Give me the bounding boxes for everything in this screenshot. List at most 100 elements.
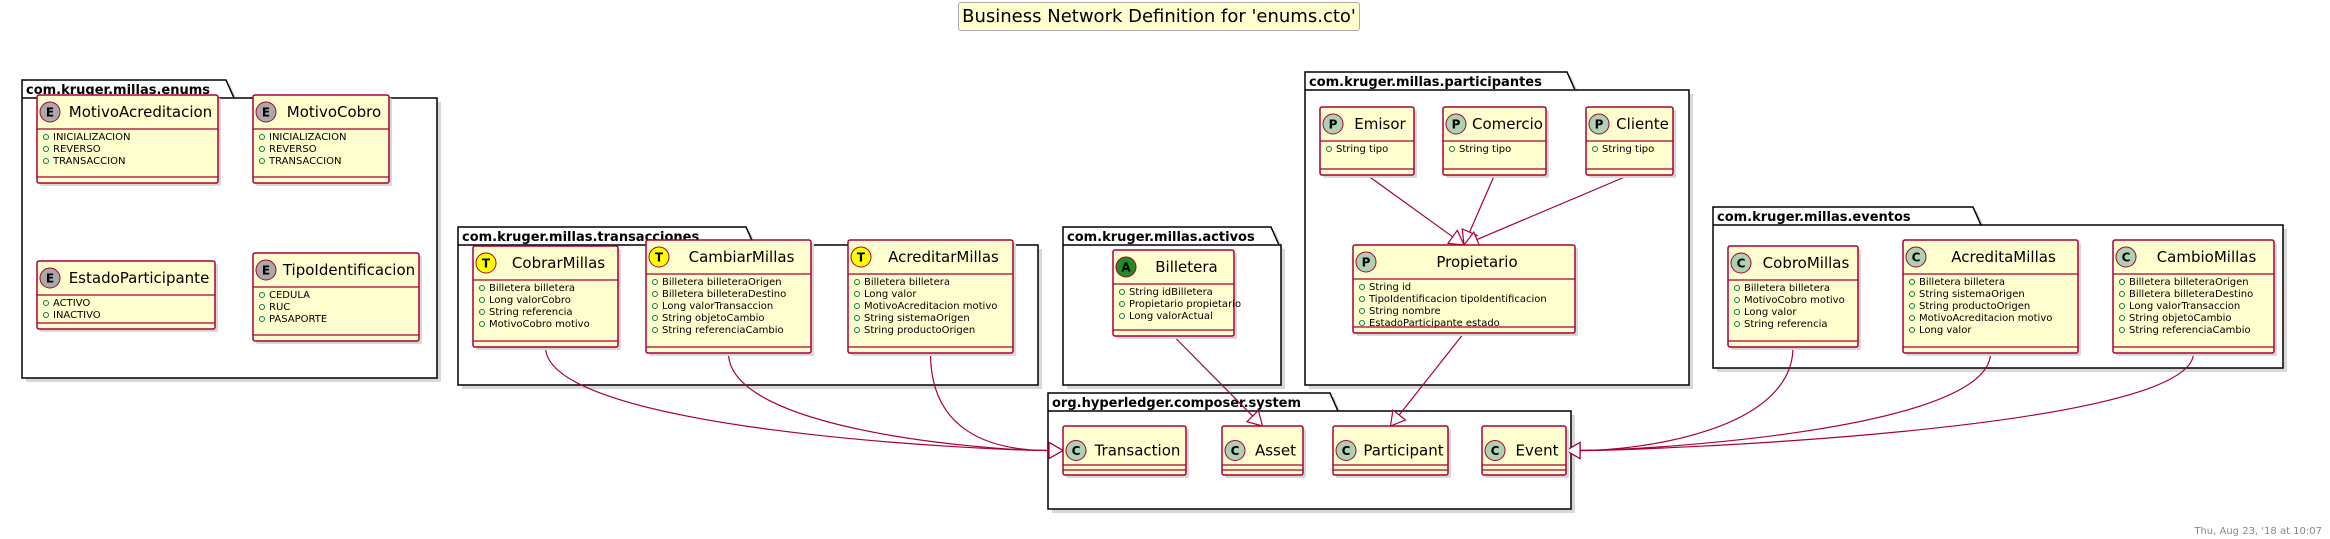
class-name: CobroMillas bbox=[1763, 254, 1850, 272]
package-name: com.kruger.millas.participantes bbox=[1309, 75, 1542, 90]
stereotype-letter: T bbox=[857, 251, 866, 265]
public-field-icon bbox=[854, 279, 860, 285]
class-name: CobrarMillas bbox=[512, 254, 605, 272]
public-field-icon bbox=[1359, 308, 1365, 314]
class-box bbox=[1481, 425, 1567, 476]
class-field: String sistemaOrigen bbox=[864, 313, 970, 324]
class-field: INACTIVO bbox=[53, 310, 101, 321]
class-box bbox=[252, 252, 420, 342]
stereotype-badge-icon bbox=[39, 101, 61, 123]
public-field-icon bbox=[1734, 309, 1740, 315]
public-field-icon bbox=[259, 134, 265, 140]
public-field-icon bbox=[854, 303, 860, 309]
stereotype-letter: P bbox=[1452, 118, 1461, 132]
class-name: MotivoCobro bbox=[287, 103, 381, 121]
inheritance-edges-layer bbox=[544, 174, 2195, 460]
class-field: TRANSACCION bbox=[52, 156, 125, 167]
class-field: String productoOrigen bbox=[864, 325, 975, 336]
public-field-icon bbox=[259, 292, 265, 298]
class-box bbox=[645, 239, 812, 354]
class-field: Billetera billeteraOrigen bbox=[2129, 277, 2249, 288]
package-name: com.kruger.millas.activos bbox=[1067, 230, 1255, 245]
edge-line bbox=[727, 352, 1050, 452]
class-name: Billetera bbox=[1155, 258, 1218, 276]
public-field-icon bbox=[1449, 146, 1455, 152]
class-field: String referencia bbox=[489, 307, 573, 318]
class-field: String productoOrigen bbox=[1919, 301, 2030, 312]
public-field-icon bbox=[652, 279, 658, 285]
diagram-title: Business Network Definition for 'enums.c… bbox=[958, 2, 1360, 31]
class-field: Billetera billetera bbox=[1919, 277, 2005, 288]
stereotype-letter: C bbox=[1491, 444, 1500, 458]
edge-line bbox=[1579, 352, 2195, 452]
class-field: Long valorActual bbox=[1129, 311, 1213, 322]
class-name: Asset bbox=[1255, 442, 1296, 460]
stereotype-badge-icon bbox=[1224, 440, 1246, 461]
class-box bbox=[1221, 425, 1304, 476]
stereotype-badge-icon bbox=[475, 252, 497, 274]
class-field: MotivoAcreditacion motivo bbox=[864, 301, 997, 312]
hollow-triangle-arrowhead-icon bbox=[1048, 441, 1065, 460]
class-field: String objetoCambio bbox=[662, 313, 765, 324]
inheritance-edge bbox=[1366, 174, 1465, 246]
inheritance-edge bbox=[929, 352, 1065, 460]
class-field: MotivoCobro motivo bbox=[1744, 295, 1845, 306]
stereotype-letter: C bbox=[1231, 444, 1240, 458]
class-field: REVERSO bbox=[53, 144, 101, 155]
public-field-icon bbox=[2119, 291, 2125, 297]
class-field: Billetera billeteraDestino bbox=[2129, 289, 2253, 300]
class-box bbox=[1727, 245, 1859, 348]
public-field-icon bbox=[854, 291, 860, 297]
class-field: Billetera billetera bbox=[1744, 283, 1830, 294]
public-field-icon bbox=[479, 297, 485, 303]
class-field: Billetera billetera bbox=[489, 283, 575, 294]
class-field: INICIALIZACION bbox=[269, 132, 346, 143]
class-field: Long valorTransaccion bbox=[2129, 301, 2240, 312]
edge-line bbox=[1173, 335, 1254, 417]
class-field: String referenciaCambio bbox=[662, 325, 784, 336]
public-field-icon bbox=[1734, 285, 1740, 291]
class-name: Comercio bbox=[1472, 115, 1543, 133]
class-field: Long valor bbox=[864, 289, 917, 300]
public-field-icon bbox=[2119, 303, 2125, 309]
class-field: String referencia bbox=[1744, 319, 1828, 330]
stereotype-letter: E bbox=[46, 106, 54, 120]
class-name: EstadoParticipante bbox=[69, 269, 210, 287]
public-field-icon bbox=[1119, 289, 1125, 295]
stereotype-badge-icon bbox=[1355, 251, 1377, 273]
inheritance-edge bbox=[1564, 352, 2195, 460]
stereotype-letter: C bbox=[1737, 257, 1746, 271]
class-name: AcreditarMillas bbox=[888, 248, 999, 266]
public-field-icon bbox=[1119, 313, 1125, 319]
public-field-icon bbox=[1734, 297, 1740, 303]
class-field: Long valorTransaccion bbox=[662, 301, 773, 312]
public-field-icon bbox=[1119, 301, 1125, 307]
class-box bbox=[1332, 425, 1449, 476]
class-asset[interactable]: C Asset bbox=[1221, 425, 1306, 478]
class-name: CambiarMillas bbox=[689, 248, 795, 266]
stereotype-badge-icon bbox=[2115, 246, 2137, 268]
stereotype-badge-icon bbox=[1322, 113, 1344, 135]
public-field-icon bbox=[43, 312, 49, 318]
public-field-icon bbox=[259, 158, 265, 164]
stereotype-badge-icon bbox=[1445, 113, 1467, 135]
stereotype-letter: C bbox=[1342, 444, 1351, 458]
